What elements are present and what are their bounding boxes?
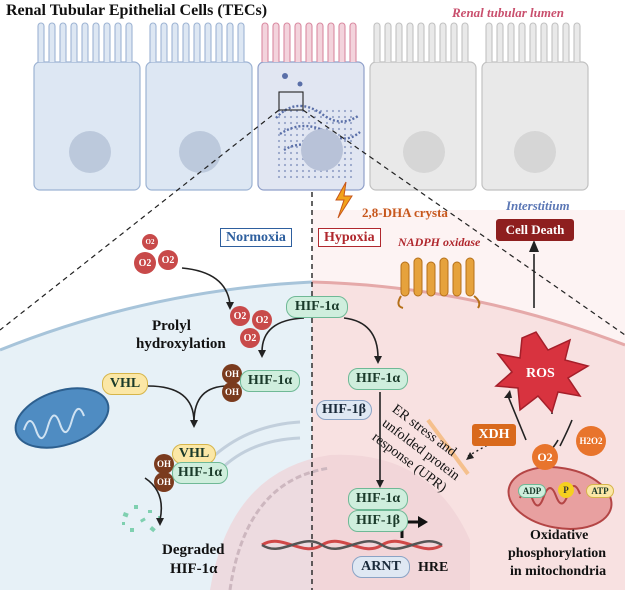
hydroxyl-group: OH (154, 454, 174, 474)
normoxia-panel (0, 210, 313, 590)
cell-normal-1 (33, 22, 141, 191)
interstitium-label: Interstitium (506, 198, 570, 213)
vhl-complex-pill: VHL (172, 444, 216, 464)
oxygen-molecule: O2 (252, 310, 272, 330)
hif1a-hydroxylated-pill: HIF-1α (240, 370, 300, 392)
oxygen-molecule: O2 (240, 328, 260, 348)
hydroxyl-group: OH (222, 364, 242, 384)
lumen-label: Renal tubular lumen (452, 5, 564, 20)
oxygen-molecule: O2 (158, 250, 178, 270)
oxphos-label-line1: Oxidative (530, 528, 589, 543)
phosphate-icon: P (558, 482, 574, 498)
zoom-box (278, 91, 304, 111)
ros-burst-icon (494, 331, 590, 414)
diagram-title: Renal Tubular Epithelial Cells (TECs) (6, 2, 268, 19)
oxygen-molecule: O2 (230, 306, 250, 326)
prolyl-label-line1: Prolyl (152, 318, 191, 334)
cell-hypoxic-2 (481, 22, 589, 191)
cell-hypoxic-1 (369, 22, 477, 191)
hif1b-pill: HIF-1β (316, 400, 372, 420)
epithelial-cell-row (33, 22, 589, 191)
mitochondria-icon (14, 387, 110, 449)
cell-death-box: Cell Death (496, 219, 574, 241)
nadph-oxidase-label: NADPH oxidase (398, 235, 481, 249)
cell-normal-2 (145, 22, 253, 191)
cell-injured (257, 22, 365, 191)
ros-label: ROS (526, 366, 555, 381)
nucleus-shape (210, 454, 470, 590)
crystal-label: 2,8-DHA crysta (362, 205, 448, 220)
hypoxia-label: Hypoxia (318, 228, 381, 248)
oxygen-molecule: O2 (134, 252, 156, 274)
atp-pill: ATP (586, 484, 614, 498)
prolyl-label-line2: hydroxylation (136, 336, 226, 352)
hif1b-nuclear-pill: HIF-1β (348, 510, 408, 532)
degraded-label-line1: Degraded (162, 542, 225, 558)
h2o2-molecule: H2O2 (576, 426, 606, 456)
hif1a-nuclear-pill: HIF-1α (348, 488, 408, 510)
arnt-pill: ARNT (352, 556, 410, 578)
o2-molecule: O2 (532, 444, 558, 470)
nadph-oxidase-icon (397, 257, 481, 309)
degraded-label-line2: HIF-1α (170, 561, 218, 577)
oxphos-label-line2: phosphorylation (508, 546, 607, 561)
hif1a-complex-pill: HIF-1α (172, 462, 228, 484)
oxygen-molecule: O2 (142, 234, 158, 250)
adp-pill: ADP (518, 484, 546, 498)
oxphos-label-line3: in mitochondria (510, 564, 607, 579)
hydroxyl-group: OH (154, 472, 174, 492)
hydroxyl-group: OH (222, 382, 242, 402)
vhl-pill: VHL (102, 373, 148, 395)
hif1a-pill: HIF-1α (286, 296, 348, 318)
lightning-icon (335, 181, 353, 219)
normoxia-label: Normoxia (220, 228, 292, 248)
hre-label: HRE (418, 560, 449, 575)
xdh-box: XDH (472, 424, 516, 446)
degraded-fragments-icon (122, 505, 161, 533)
hif1a-stable-pill: HIF-1α (348, 368, 408, 390)
